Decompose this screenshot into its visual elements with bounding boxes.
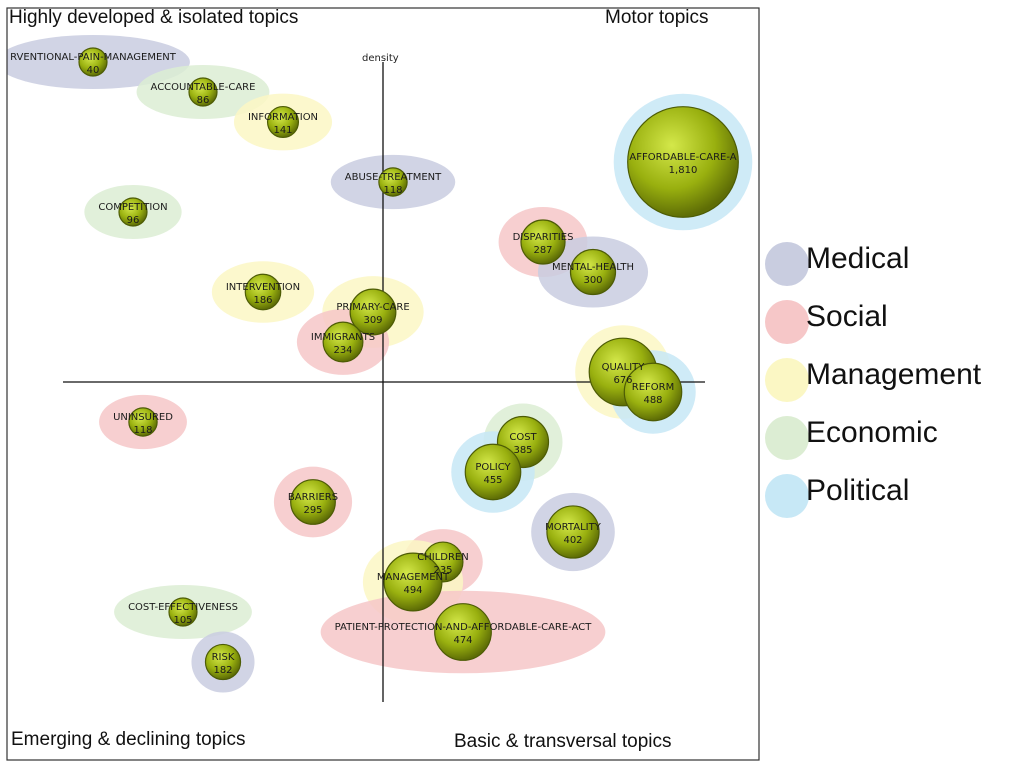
node-immigrants (322, 321, 364, 363)
node-label-reform: REFORM (632, 382, 674, 393)
node-policy (464, 443, 522, 501)
legend-item-political: Political (762, 468, 1021, 526)
node-value-cost-effectiveness: 105 (173, 615, 192, 626)
legend-item-management: Management (762, 352, 1021, 410)
node-rventional-pain-management (78, 47, 108, 77)
legend-swatch (765, 300, 809, 344)
node-value-policy: 455 (483, 475, 502, 486)
node-value-affordable-care-a: 1,810 (669, 165, 698, 176)
node-value-competition: 96 (127, 215, 140, 226)
node-affordable-care-a (627, 106, 739, 218)
legend-label: Political (806, 474, 910, 507)
node-value-rventional-pain-management: 40 (87, 65, 100, 76)
node-value-immigrants: 234 (333, 345, 352, 356)
node-label-rventional-pain-management: RVENTIONAL-PAIN-MANAGEMENT (10, 52, 177, 63)
node-primary-care (349, 288, 397, 336)
node-value-risk: 182 (213, 665, 232, 676)
node-value-disparities: 287 (533, 245, 552, 256)
node-label-intervention: INTERVENTION (226, 282, 300, 293)
legend-swatch (765, 474, 809, 518)
quadrant-label-bottom-left: Emerging & declining topics (11, 729, 246, 750)
node-value-barriers: 295 (303, 505, 322, 516)
legend-item-economic: Economic (762, 410, 1021, 468)
quadrant-label-top-left: Highly developed & isolated topics (9, 7, 299, 28)
quadrant-label-bottom-right: Basic & transversal topics (454, 731, 672, 752)
legend-label: Social (806, 300, 888, 333)
node-label-immigrants: IMMIGRANTS (311, 332, 375, 343)
node-competition (118, 197, 148, 227)
legend: Medical Social Management Economic Polit… (762, 236, 1021, 526)
node-label-mortality: MORTALITY (545, 522, 602, 533)
node-label-cost-effectiveness: COST-EFFECTIVENESS (128, 602, 238, 613)
node-value-primary-care: 309 (363, 315, 382, 326)
node-accountable-care (188, 77, 218, 107)
legend-item-social: Social (762, 294, 1021, 352)
node-mortality (546, 505, 600, 559)
y-axis-label: density (362, 53, 399, 64)
legend-swatch (765, 416, 809, 460)
node-barriers (290, 479, 336, 525)
node-value-mental-health: 300 (583, 275, 602, 286)
node-intervention (244, 273, 282, 311)
node-label-risk: RISK (212, 652, 235, 663)
node-value-abuse-treatment: 118 (383, 185, 402, 196)
legend-swatch (765, 242, 809, 286)
node-label-quality: QUALITY (602, 362, 646, 373)
plot-frame (6, 7, 760, 761)
node-value-management: 494 (403, 585, 422, 596)
node-disparities (520, 219, 566, 265)
node-mental-health (569, 248, 617, 296)
node-label-cost: COST (509, 432, 537, 443)
node-label-abuse-treatment: ABUSE-TREATMENT (345, 172, 442, 183)
legend-item-medical: Medical (762, 236, 1021, 294)
node-layer (78, 47, 739, 681)
node-patient-protection-and-affordable-care-act (434, 603, 492, 661)
node-label-uninsured: UNINSURED (113, 412, 173, 423)
node-value-quality: 676 (613, 375, 632, 386)
node-label-competition: COMPETITION (98, 202, 167, 213)
legend-label: Medical (806, 242, 910, 275)
node-abuse-treatment (378, 167, 408, 197)
node-label-disparities: DISPARITIES (513, 232, 574, 243)
node-label-management: MANAGEMENT (377, 572, 450, 583)
node-value-patient-protection-and-affordable-care-act: 474 (453, 635, 472, 646)
node-label-mental-health: MENTAL-HEALTH (552, 262, 634, 273)
node-label-primary-care: PRIMARY-CARE (336, 302, 409, 313)
node-label-affordable-care-a: AFFORDABLE-CARE-A (629, 152, 736, 163)
node-reform (623, 362, 683, 422)
node-value-cost: 385 (513, 445, 532, 456)
node-label-barriers: BARRIERS (288, 492, 338, 503)
node-cost-effectiveness (168, 597, 198, 627)
node-value-information: 141 (273, 125, 292, 136)
node-label-policy: POLICY (475, 462, 511, 473)
node-value-intervention: 186 (253, 295, 272, 306)
node-management (383, 552, 443, 612)
node-value-reform: 488 (643, 395, 662, 406)
node-value-accountable-care: 86 (197, 95, 210, 106)
legend-label: Economic (806, 416, 938, 449)
node-uninsured (128, 407, 158, 437)
legend-swatch (765, 358, 809, 402)
label-layer: RVENTIONAL-PAIN-MANAGEMENT 40ACCOUNTABLE-… (10, 52, 737, 676)
quadrant-label-top-right: Motor topics (605, 7, 709, 28)
node-label-patient-protection-and-affordable-care-act: PATIENT-PROTECTION-AND-AFFORDABLE-CARE-A… (335, 622, 593, 633)
node-value-children: 235 (433, 565, 452, 576)
legend-label: Management (806, 358, 982, 391)
plot-area: density RVENTIONAL-PAIN-MANAGEMENT 40ACCO… (7, 35, 753, 702)
node-value-uninsured: 118 (133, 425, 152, 436)
node-label-information: INFORMATION (248, 112, 318, 123)
node-risk (204, 643, 242, 681)
node-value-mortality: 402 (563, 535, 582, 546)
node-information (266, 105, 300, 139)
node-label-children: CHILDREN (417, 552, 468, 563)
node-label-accountable-care: ACCOUNTABLE-CARE (151, 82, 256, 93)
